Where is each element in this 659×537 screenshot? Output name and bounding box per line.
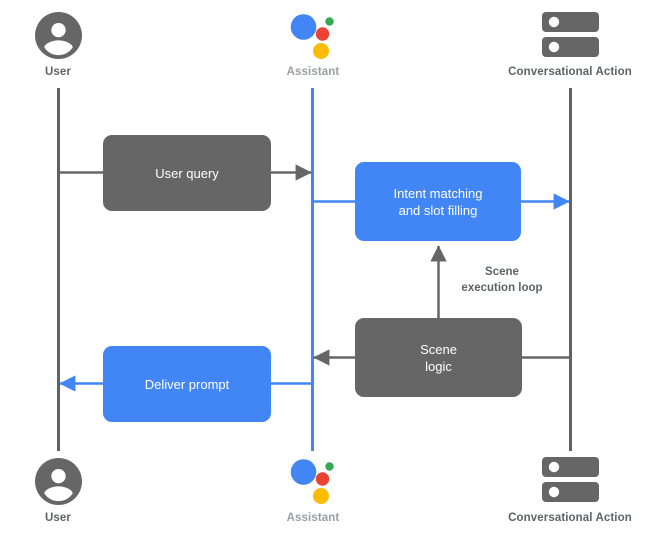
node-scene-logic[interactable]: Scene logic xyxy=(355,318,522,397)
node-scene-logic-line1: Scene xyxy=(420,341,457,357)
actor-label-conversational-action-top: Conversational Action xyxy=(508,66,632,78)
node-scene-logic-label: Scene logic xyxy=(420,341,457,375)
node-user-query[interactable]: User query xyxy=(103,135,271,211)
server-rack-icon-bottom xyxy=(538,455,603,507)
node-intent-matching-label: Intent matching and slot filling xyxy=(394,185,483,219)
node-intent-matching[interactable]: Intent matching and slot filling xyxy=(355,162,521,241)
user-avatar-icon-bottom xyxy=(35,458,82,505)
node-scene-logic-line2: logic xyxy=(425,358,452,374)
actor-label-user-top: User xyxy=(45,66,71,78)
node-deliver-prompt-label: Deliver prompt xyxy=(144,376,230,392)
actor-label-assistant-top: Assistant xyxy=(286,66,340,78)
node-intent-matching-line1: Intent matching xyxy=(393,185,483,201)
actor-label-user-bottom: User xyxy=(45,512,71,524)
annotation-scene-execution-loop-line2: execution loop xyxy=(461,282,543,294)
annotation-scene-execution-loop: Scene execution loop xyxy=(432,264,572,296)
node-deliver-prompt[interactable]: Deliver prompt xyxy=(103,346,271,422)
server-rack-icon-top xyxy=(538,10,603,62)
user-avatar-icon-top xyxy=(35,12,82,59)
node-user-query-label: User query xyxy=(155,165,219,181)
google-assistant-icon-bottom xyxy=(288,455,338,505)
annotation-scene-execution-loop-line1: Scene xyxy=(485,266,519,278)
node-intent-matching-line2: and slot filling xyxy=(398,202,478,218)
actor-label-conversational-action-bottom: Conversational Action xyxy=(508,512,632,524)
google-assistant-icon-top xyxy=(288,10,338,60)
actor-label-assistant-bottom: Assistant xyxy=(286,512,340,524)
